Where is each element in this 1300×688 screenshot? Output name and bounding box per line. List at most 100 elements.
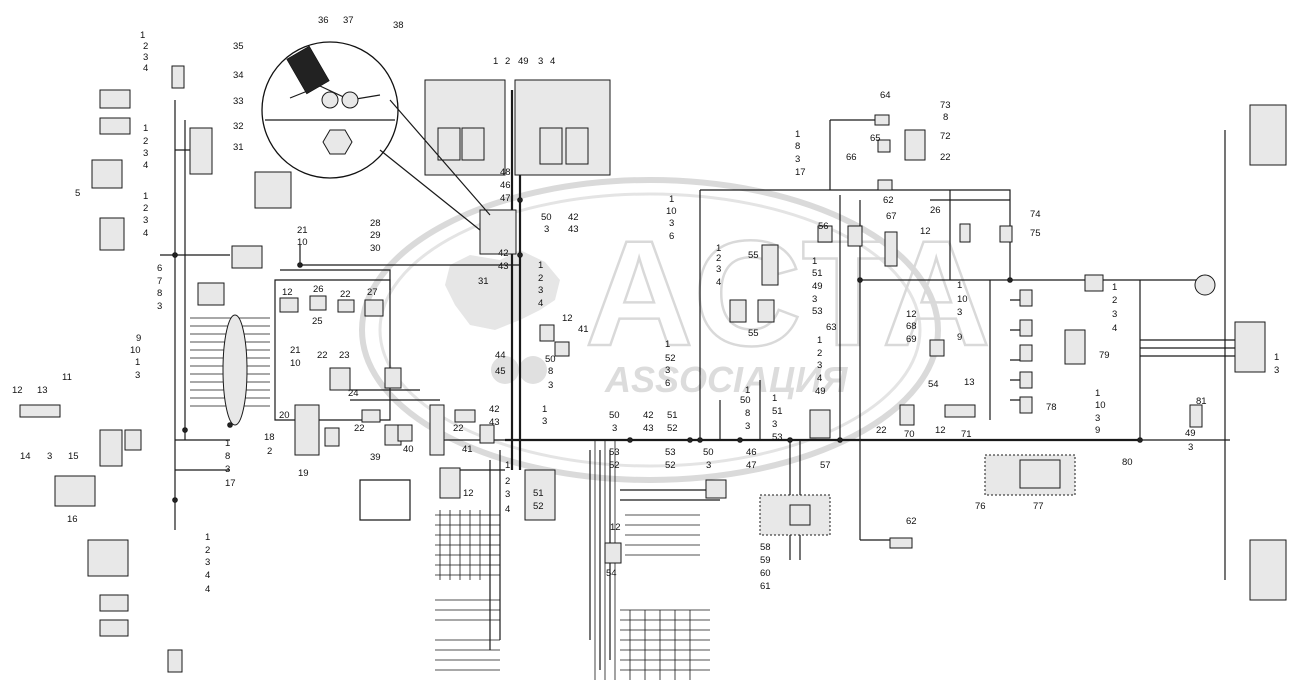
lamp-r2: [1019, 319, 1033, 337]
headlamp-bottom-left: [87, 539, 129, 577]
callout-label: 12: [935, 425, 946, 436]
watermark-subtitle: ASSOCIAЦИЯ: [604, 359, 848, 400]
callout-label: 22: [940, 152, 951, 163]
inset-connector: [286, 45, 330, 95]
callout-label: 51: [772, 406, 783, 417]
callout-label: 2: [143, 203, 148, 214]
callout-label: 3: [538, 285, 543, 296]
comp-71: [944, 404, 976, 418]
lamp-r3: [1019, 344, 1033, 362]
callout-label: 3: [669, 218, 674, 229]
callout-label: 4: [143, 228, 148, 239]
callout-label: 41: [578, 324, 589, 335]
comp-12d: [539, 324, 555, 342]
callout-label: 43: [489, 417, 500, 428]
comp-26: [309, 295, 327, 311]
plate-1-3: [1234, 321, 1266, 373]
callout-label: 49: [1185, 428, 1196, 439]
callout-label: 55: [748, 328, 759, 339]
callout-label: 29: [370, 230, 381, 241]
callout-label: 53: [609, 447, 620, 458]
comp-70: [899, 404, 915, 426]
relay-panel: [524, 469, 556, 521]
connector-block: [231, 245, 263, 269]
callout-label: 68: [906, 321, 917, 332]
callout-label: 44: [495, 350, 506, 361]
callout-label: 3: [143, 215, 148, 226]
callout-label: 58: [760, 542, 771, 553]
callout-label: 1: [812, 256, 817, 267]
callout-label: 36: [318, 15, 329, 26]
battery-2: [461, 127, 485, 161]
callout-label: 1: [745, 385, 750, 396]
callout-label: 18: [264, 432, 275, 443]
callout-label: 72: [940, 131, 951, 142]
comp-74: [999, 225, 1013, 243]
callout-label: 52: [667, 423, 678, 434]
callout-label: 47: [746, 460, 757, 471]
callout-label: 51: [533, 488, 544, 499]
callout-label: 1: [140, 30, 145, 41]
watermark: ACTA ASSOCIAЦИЯ: [359, 177, 992, 483]
callout-label: 47: [500, 193, 511, 204]
inset-nut: [322, 129, 353, 155]
callout-label: 3: [544, 224, 549, 235]
comp-bottom-right: [705, 479, 727, 499]
callout-label: 3: [772, 419, 777, 430]
comp-12-13: [19, 404, 61, 418]
battery-3: [539, 127, 563, 165]
callout-label: 2: [538, 273, 543, 284]
callout-label: 4: [205, 570, 210, 581]
callout-label: 20: [279, 410, 290, 421]
comp-15: [54, 475, 96, 507]
callout-label: 1: [1274, 352, 1279, 363]
callout-label: 10: [957, 294, 968, 305]
motor-unit: [254, 171, 292, 209]
callout-label: 48: [500, 167, 511, 178]
callout-label: 28: [370, 218, 381, 229]
callout-label: 54: [606, 568, 617, 579]
comp-22: [337, 299, 355, 313]
comp-12e: [439, 467, 461, 499]
callout-label: 42: [643, 410, 654, 421]
comp-42: [479, 424, 495, 444]
callout-label: 9: [957, 332, 962, 343]
lamp-r4: [1019, 371, 1033, 389]
callout-label: 26: [313, 284, 324, 295]
callout-label: 12: [562, 313, 573, 324]
callout-label: 12: [920, 226, 931, 237]
callout-label: 12: [12, 385, 23, 396]
callout-label: 12: [906, 309, 917, 320]
callout-label: 1: [957, 280, 962, 291]
callout-label: 6: [157, 263, 162, 274]
callout-label: 3: [225, 464, 230, 475]
callout-label: 10: [666, 206, 677, 217]
callout-label: 1: [665, 339, 670, 350]
inset-circle: [261, 41, 399, 179]
headlamp-left: [91, 159, 123, 189]
comp-77: [1019, 459, 1061, 489]
callout-label: 21: [297, 225, 308, 236]
callout-label: 22: [340, 289, 351, 300]
callout-label: 10: [130, 345, 141, 356]
callout-label: 1: [1112, 282, 1117, 293]
callout-label: 2: [716, 253, 721, 264]
callout-label: 52: [665, 460, 676, 471]
callout-label: 17: [225, 478, 236, 489]
callout-label: 15: [68, 451, 79, 462]
callout-label: 1: [205, 532, 210, 543]
lamp-front-2: [99, 117, 131, 135]
callout-label: 14: [20, 451, 31, 462]
lamp-bottom-2: [99, 619, 129, 637]
callout-label: 2: [505, 476, 510, 487]
callout-label: 2: [1112, 295, 1117, 306]
watermark-ellipse-inner: [378, 192, 922, 468]
callout-label: 8: [225, 451, 230, 462]
callout-label: 1: [1095, 388, 1100, 399]
callout-label: 51: [812, 268, 823, 279]
callout-label: 1: [795, 129, 800, 140]
callout-label: 1: [143, 123, 148, 134]
lamp-r5: [1019, 396, 1033, 414]
callout-label: 3: [745, 421, 750, 432]
